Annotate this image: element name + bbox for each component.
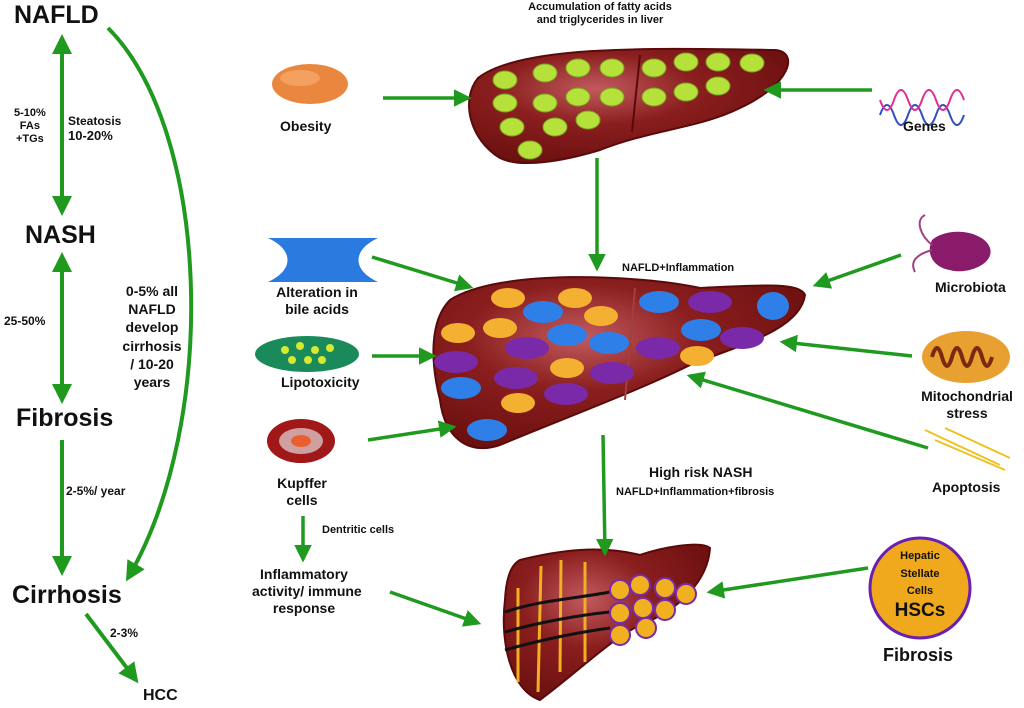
blue-cells xyxy=(441,291,789,441)
bile-acid-icon xyxy=(268,238,378,282)
note-line: +TGs xyxy=(15,133,44,146)
arrow-cirrhosis-hcc xyxy=(84,612,139,684)
label-lipotoxicity: Lipotoxicity xyxy=(281,374,360,390)
bottom-caption-title: High risk NASH xyxy=(649,464,753,480)
fibrosis-cirrhosis-note: 2-5%/ year xyxy=(66,484,126,498)
obesity-icon xyxy=(272,64,348,104)
microbiota-icon xyxy=(912,214,991,273)
label-line: Inflammatory xyxy=(260,566,348,582)
arrow-nafld-cirrhosis xyxy=(106,26,194,582)
label-line: activity/ immune xyxy=(252,582,362,599)
label-bile-acids: Alteration in bile acids xyxy=(262,284,372,318)
stage-nafld: NAFLD xyxy=(14,1,99,29)
caption-line: and triglycerides in liver xyxy=(536,14,664,27)
label-immune: Inflammatory activity/ immune response xyxy=(252,566,362,616)
stage-hcc: HCC xyxy=(143,687,178,704)
hsc-line: Cells xyxy=(906,585,934,598)
label-line: Kupffer xyxy=(277,475,327,491)
note-line: / 10-20 xyxy=(130,355,174,372)
inflamed-liver xyxy=(432,276,807,449)
fibrotic-liver xyxy=(502,543,712,702)
apoptosis-icon xyxy=(924,427,1011,471)
middle-caption: NAFLD+Inflammation xyxy=(622,262,735,274)
kupffer-cell-icon xyxy=(267,419,335,463)
hsc-icon xyxy=(868,536,972,640)
note-line: FAs xyxy=(19,120,40,133)
nafld-cirrhosis-note: 0-5% all NAFLD develop cirrhosis / 10-20… xyxy=(112,282,192,391)
stellate-clusters xyxy=(609,574,697,646)
label-line: Alteration in xyxy=(276,284,358,300)
label-line: response xyxy=(272,599,336,616)
label-hsc-fibrosis: Fibrosis xyxy=(883,645,954,665)
mitochondria-icon xyxy=(922,331,1010,383)
note-line: develop xyxy=(125,319,179,336)
label-line: stress xyxy=(946,404,988,421)
fatty-liver xyxy=(468,47,790,165)
arrow-mito-middle xyxy=(779,334,913,358)
stage-nash: NASH xyxy=(25,221,96,249)
note-line: 5-10% xyxy=(14,107,46,119)
nafld-nash-right-note: Steatosis 10-20% xyxy=(68,114,121,144)
label-dendritic: Dentritic cells xyxy=(322,524,395,536)
nafld-nash-left-note: 5-10% FAs +TGs xyxy=(14,107,46,147)
stage-cirrhosis: Cirrhosis xyxy=(12,581,122,609)
arrow-bile-middle xyxy=(371,255,474,292)
arrow-apoptosis-middle xyxy=(686,371,929,450)
label-line: bile acids xyxy=(285,300,349,317)
arrow-middle-bottom xyxy=(596,434,614,557)
arrow-kupffer-middle xyxy=(367,420,457,442)
note-line: NAFLD xyxy=(128,301,176,318)
top-caption: Accumulation of fatty acids and triglyce… xyxy=(480,1,720,27)
label-line: cells xyxy=(286,491,318,508)
hsc-text: Hepatic Stellate Cells xyxy=(880,548,960,601)
hsc-line: Stellate xyxy=(900,567,940,580)
note-line: years xyxy=(133,373,171,390)
note-line: 10-20% xyxy=(68,128,113,144)
label-mitochondrial: Mitochondrial stress xyxy=(912,388,1022,422)
label-apoptosis: Apoptosis xyxy=(932,479,1001,495)
hsc-line: Hepatic xyxy=(900,550,940,562)
label-genes: Genes xyxy=(903,118,946,134)
label-kupffer: Kupffer cells xyxy=(262,475,342,509)
lipotoxicity-icon xyxy=(255,336,359,372)
stage-fibrosis: Fibrosis xyxy=(16,404,114,432)
label-microbiota: Microbiota xyxy=(935,279,1006,295)
dna-icon xyxy=(879,89,965,126)
nash-fibrosis-note: 25-50% xyxy=(4,314,46,328)
note-line: cirrhosis xyxy=(122,337,182,354)
cirrhosis-hcc-note: 2-3% xyxy=(110,626,139,640)
arrow-microbiota-middle xyxy=(812,253,902,289)
label-obesity: Obesity xyxy=(280,118,332,134)
orange-cells xyxy=(441,288,714,413)
note-line: 0-5% all xyxy=(125,283,179,299)
purple-cells xyxy=(434,291,764,405)
note-line: Steatosis xyxy=(68,114,122,128)
hsc-abbr: HSCs xyxy=(894,600,946,621)
label-line: Mitochondrial xyxy=(921,388,1013,404)
caption-line: Accumulation of fatty acids xyxy=(528,1,672,13)
bottom-caption-sub: NAFLD+Inflammation+fibrosis xyxy=(616,486,775,498)
arrow-hsc-bottom xyxy=(706,566,869,599)
arrow-immune-bottom xyxy=(389,590,482,627)
